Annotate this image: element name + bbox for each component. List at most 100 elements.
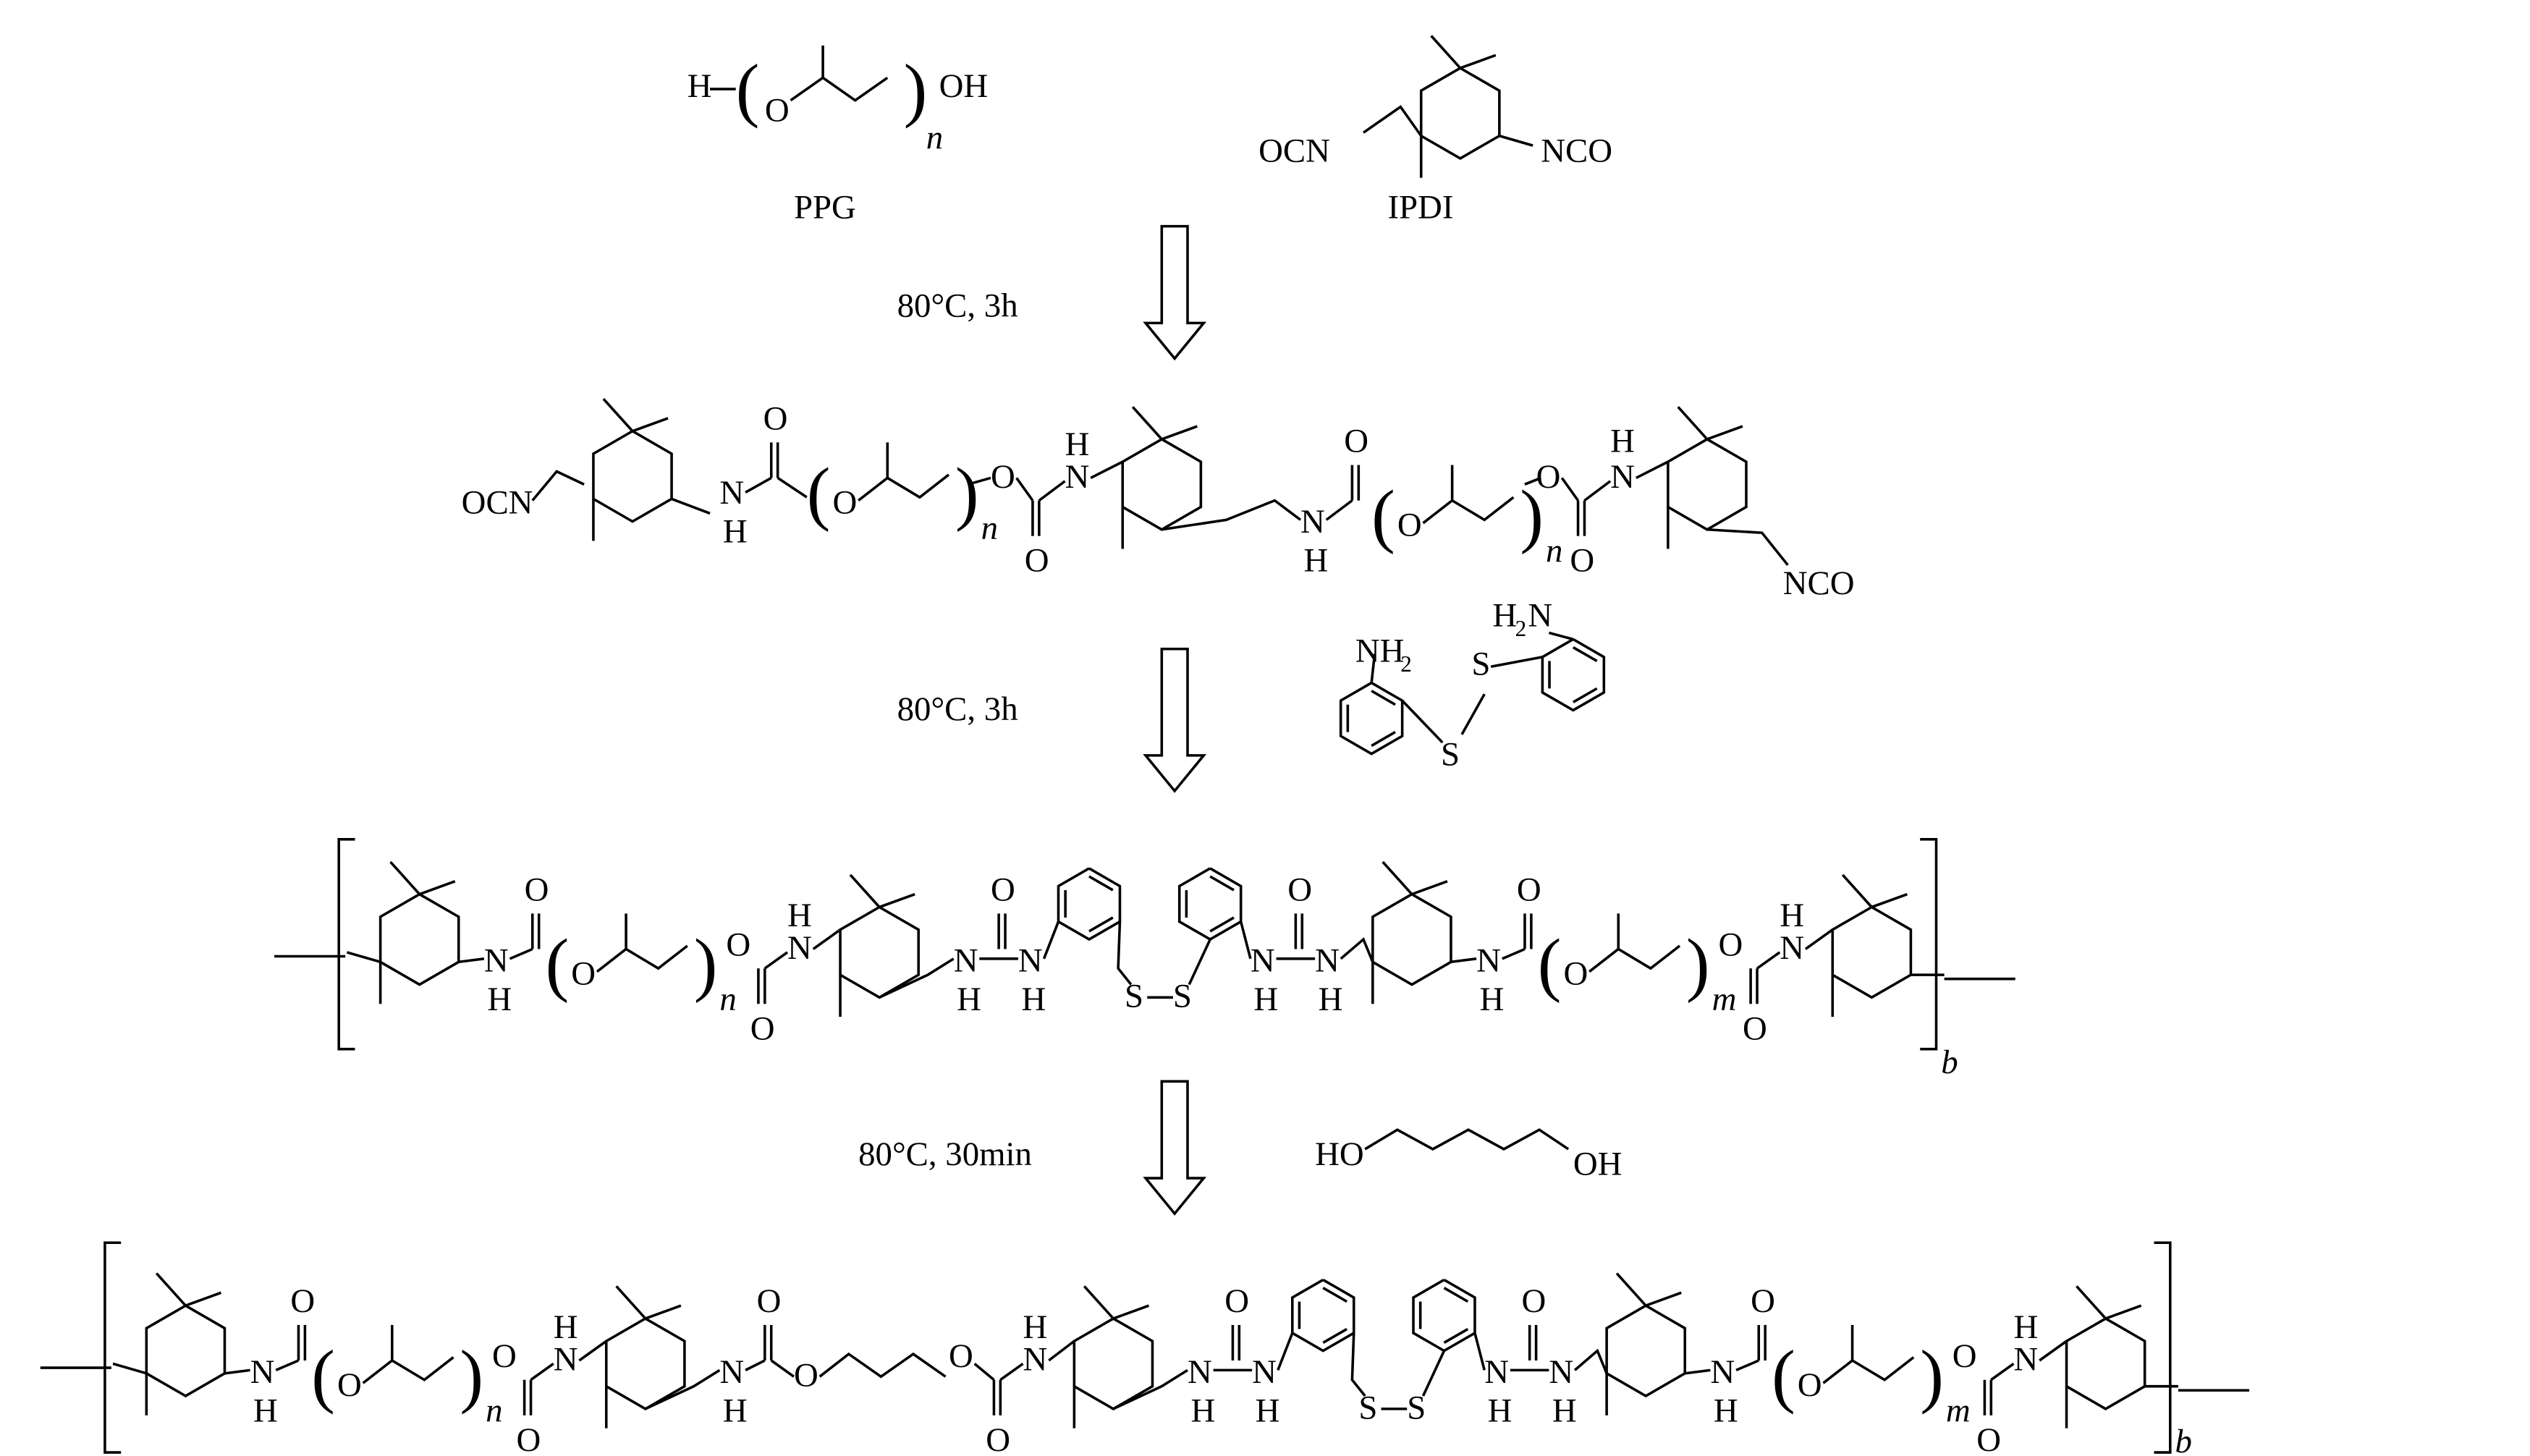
atom-label: O [290,1282,315,1320]
atom-label: H [1319,981,1343,1018]
atom-label: 2 [1400,651,1412,677]
atom-label: S [1471,645,1490,682]
bond [1502,947,1526,960]
bond [1422,496,1515,525]
benzene-ring [1057,867,1122,941]
cyclohexane-ring [2065,1317,2146,1410]
atom-label: N [1018,942,1043,980]
atom-label: H [1023,1308,1048,1346]
atom-label: NH [1355,632,1405,670]
atom-label: N [1065,458,1090,496]
aromatic-bond [1088,916,1114,933]
benzene-ring [1412,1278,1476,1353]
atom-label: S [1358,1389,1377,1426]
aromatic-bond [1209,916,1235,933]
atom-label: O [1563,955,1588,993]
parenthesis: ) [1920,1337,1944,1415]
parenthesis: ( [546,926,570,1004]
atom-label: O [757,1282,782,1320]
atom-label: H [1780,897,1804,934]
parenthesis: ) [1686,926,1710,1004]
atom-label: N [1023,1340,1048,1378]
parenthesis: ) [1520,477,1544,555]
atom-label: O [763,400,788,438]
bond [1588,944,1681,973]
cyclohexane-ring [1605,1304,1687,1398]
reaction-arrow-1 [1143,224,1207,361]
atom-label: N [1188,1353,1212,1391]
atom-label: O [1344,423,1368,460]
bond [1042,920,1060,960]
gem-dimethyl [1131,406,1198,441]
aromatic-bond [1088,875,1114,892]
atom-label: H [723,1392,748,1430]
repeat-subscript: m [1712,981,1737,1018]
repeat-subscript: n [981,509,998,547]
atom-label: N [1549,1353,1573,1391]
atom-label: O [794,1357,818,1394]
cyclohexane-ring [1419,67,1501,161]
atom-label: N [1252,1353,1277,1391]
atom-label: O [525,871,549,909]
atom-label: H [787,897,812,934]
atom-label: NCO [1783,564,1855,602]
atom-label: O [750,1010,775,1047]
bond [1685,1368,1711,1375]
atom-label: H [1021,981,1046,1018]
bond [1188,939,1211,986]
bond [1350,1333,1366,1397]
bond [346,951,381,964]
bond [1162,499,1302,531]
reaction-arrow-2 [1143,647,1207,793]
atom-label: OCN [462,483,533,521]
atom-label: N [1484,1353,1509,1391]
bond [1560,477,1579,501]
atom-label: N [1528,597,1552,635]
parenthesis: ( [1538,926,1562,1004]
atom-label: H [723,513,748,551]
bond [1421,1350,1446,1397]
parenthesis: ( [1772,1337,1795,1415]
aromatic-bond [1322,1287,1348,1303]
cyclohexane-ring [378,893,460,986]
ipdi-label: IPDI [1387,188,1453,226]
bond [1277,1332,1294,1371]
bond [578,1339,607,1362]
gem-dimethyl [1677,406,1743,441]
bond [2039,1339,2068,1362]
gem-dimethyl [1083,1285,1150,1321]
repeat-subscript: b [1941,1044,1958,1081]
atom-label: H [1480,981,1505,1018]
atom-label: S [1125,978,1143,1015]
atom-label: O [1952,1337,1977,1375]
bond [818,1352,947,1379]
bond [458,957,485,964]
bond [1548,631,1574,641]
bond [1038,480,1066,502]
atom-label: N [1300,503,1325,541]
bond [530,1363,554,1381]
cyclohexane-ring [1121,438,1203,531]
bond [1490,656,1543,669]
cyclohexane-ring [145,1304,227,1398]
gem-dimethyl [602,397,669,433]
atom-label: O [1522,1282,1547,1320]
atom-label: O [1719,926,1743,963]
bond [777,476,808,499]
atom-label: H [957,981,981,1018]
bond [1990,1363,2015,1381]
atom-label: O [1751,1282,1775,1320]
atom-label: n [926,119,943,157]
gem-dimethyl [1382,860,1448,896]
cyclohexane-ring [1667,438,1748,531]
bond [1401,699,1444,744]
bond [1573,1348,1608,1374]
atom-label: N [787,929,812,967]
repeat-subscript: n [486,1392,502,1430]
bond [1822,1356,1915,1384]
bond [1804,928,1834,950]
atom-label: O [991,458,1015,496]
atom-label: NCO [1541,132,1612,169]
benzene-ring [1177,867,1243,941]
